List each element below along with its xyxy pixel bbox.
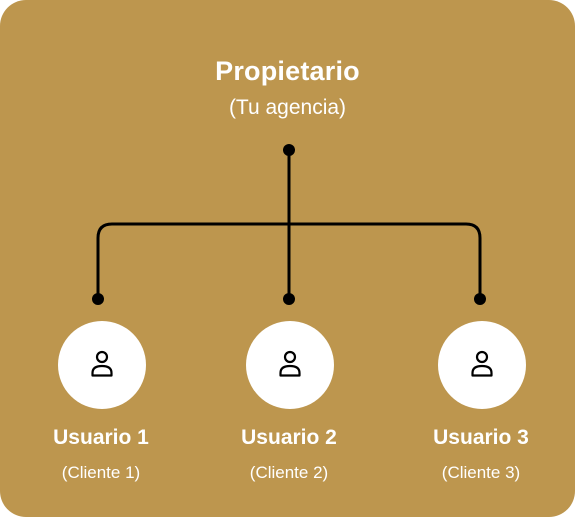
user-name: Usuario 2 — [241, 426, 337, 449]
user-icon — [279, 350, 301, 377]
user-node-2: Usuario 2 (Cliente 2) — [209, 321, 369, 491]
user-role: (Cliente 1) — [61, 463, 141, 482]
user-node-1: Usuario 1 (Cliente 1) — [21, 321, 181, 491]
branch-line — [96, 222, 482, 300]
user-avatar — [438, 321, 526, 409]
user-avatar — [58, 321, 146, 409]
owner-connector-dot — [283, 144, 295, 156]
owner-title: Propietario — [215, 56, 360, 86]
user-role: (Cliente 3) — [441, 463, 521, 482]
user-icon — [471, 350, 493, 377]
user-name: Usuario 3 — [433, 426, 529, 449]
user-3-connector-dot — [474, 293, 486, 305]
user-icon — [91, 350, 113, 377]
user-1-connector-dot — [92, 293, 104, 305]
user-node-3: Usuario 3 (Cliente 3) — [401, 321, 561, 491]
user-role: (Cliente 2) — [249, 463, 329, 482]
user-2-connector-dot — [283, 293, 295, 305]
owner-subtitle: (Tu agencia) — [228, 96, 347, 119]
user-name: Usuario 1 — [53, 426, 149, 449]
user-avatar — [246, 321, 334, 409]
